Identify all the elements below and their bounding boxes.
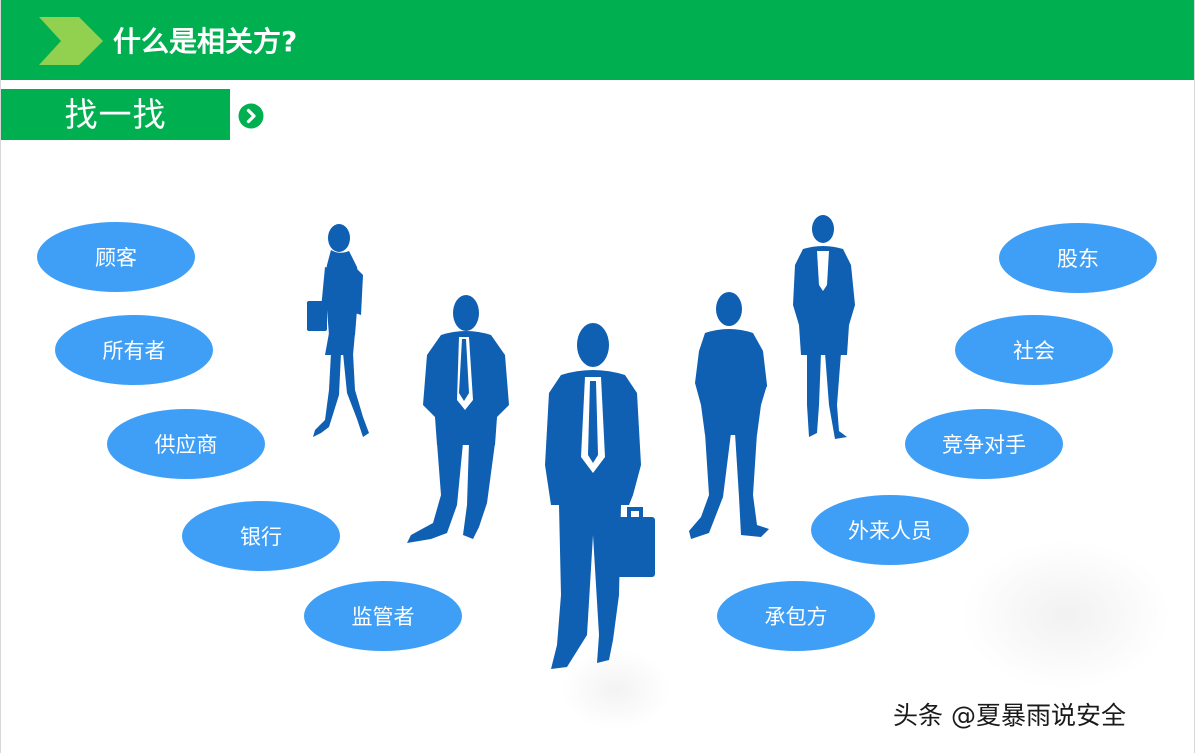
decorative-glow [961, 540, 1171, 690]
businessman-standing-figure [407, 295, 509, 543]
stakeholder-bubble-regulator[interactable]: 监管者 [304, 581, 462, 651]
header-bar: 什么是相关方? [1, 0, 1194, 80]
stakeholder-bubble-supplier[interactable]: 供应商 [107, 409, 265, 479]
stakeholder-bubble-shareholder[interactable]: 股东 [999, 223, 1157, 293]
stakeholder-bubble-visitor[interactable]: 外来人员 [811, 495, 969, 565]
stakeholder-bubble-customer[interactable]: 顾客 [37, 222, 195, 292]
page-title: 什么是相关方? [113, 25, 298, 58]
business-people-illustration [307, 215, 855, 669]
next-circle-icon[interactable] [238, 103, 264, 129]
stakeholder-bubble-bank[interactable]: 银行 [182, 501, 340, 571]
stakeholder-bubble-competitor[interactable]: 竞争对手 [905, 409, 1063, 479]
businessman-briefcase-figure [545, 323, 655, 669]
chevron-arrow-icon [39, 17, 103, 65]
businesswoman-walking-figure [307, 224, 369, 437]
stakeholder-bubble-society[interactable]: 社会 [955, 315, 1113, 385]
businesswoman-standing-figure [793, 215, 855, 439]
section-label: 找一找 [1, 89, 230, 140]
watermark-text: 头条 @夏暴雨说安全 [893, 701, 1126, 730]
section-label-text: 找一找 [64, 95, 167, 134]
stakeholder-bubble-contractor[interactable]: 承包方 [717, 581, 875, 651]
decorative-glow [561, 650, 671, 730]
stakeholder-bubble-owner[interactable]: 所有者 [55, 315, 213, 385]
businessman-arms-crossed-figure [689, 292, 769, 539]
